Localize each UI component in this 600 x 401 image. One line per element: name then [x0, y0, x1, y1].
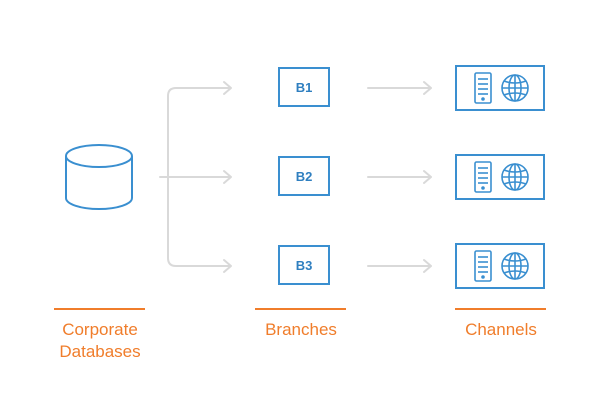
branch-box-b1: B1: [278, 67, 330, 107]
databases-label-line1: Corporate: [62, 320, 138, 339]
arrow-icon: [367, 81, 432, 95]
database-to-branches-connector: [159, 81, 232, 273]
mobile-device-icon: [474, 250, 492, 282]
branch-label: B1: [295, 79, 313, 95]
mobile-device-icon: [474, 72, 492, 104]
arrow-icon: [367, 259, 432, 273]
databases-label-line2: Databases: [59, 342, 141, 361]
channel-icons: [474, 161, 529, 193]
branch-label: B2: [295, 168, 313, 184]
branch-to-channel-arrows: [367, 81, 432, 273]
globe-icon: [501, 163, 529, 191]
channel-icons: [474, 72, 529, 104]
branch-box-b2: B2: [278, 156, 330, 196]
arrow-icon: [367, 170, 432, 184]
branches-column-label: Branches: [265, 320, 337, 339]
mobile-device-icon: [474, 161, 492, 193]
branch-label: B3: [295, 257, 313, 273]
channel-box-1: [455, 65, 545, 111]
database-icon: [65, 144, 133, 210]
branch-box-b3: B3: [278, 245, 330, 285]
channels-column-label: Channels: [465, 320, 537, 339]
globe-icon: [501, 74, 529, 102]
globe-icon: [501, 252, 529, 280]
databases-column-label: Corporate Databases: [44, 319, 156, 363]
channel-box-2: [455, 154, 545, 200]
channel-icons: [474, 250, 529, 282]
channel-box-3: [455, 243, 545, 289]
